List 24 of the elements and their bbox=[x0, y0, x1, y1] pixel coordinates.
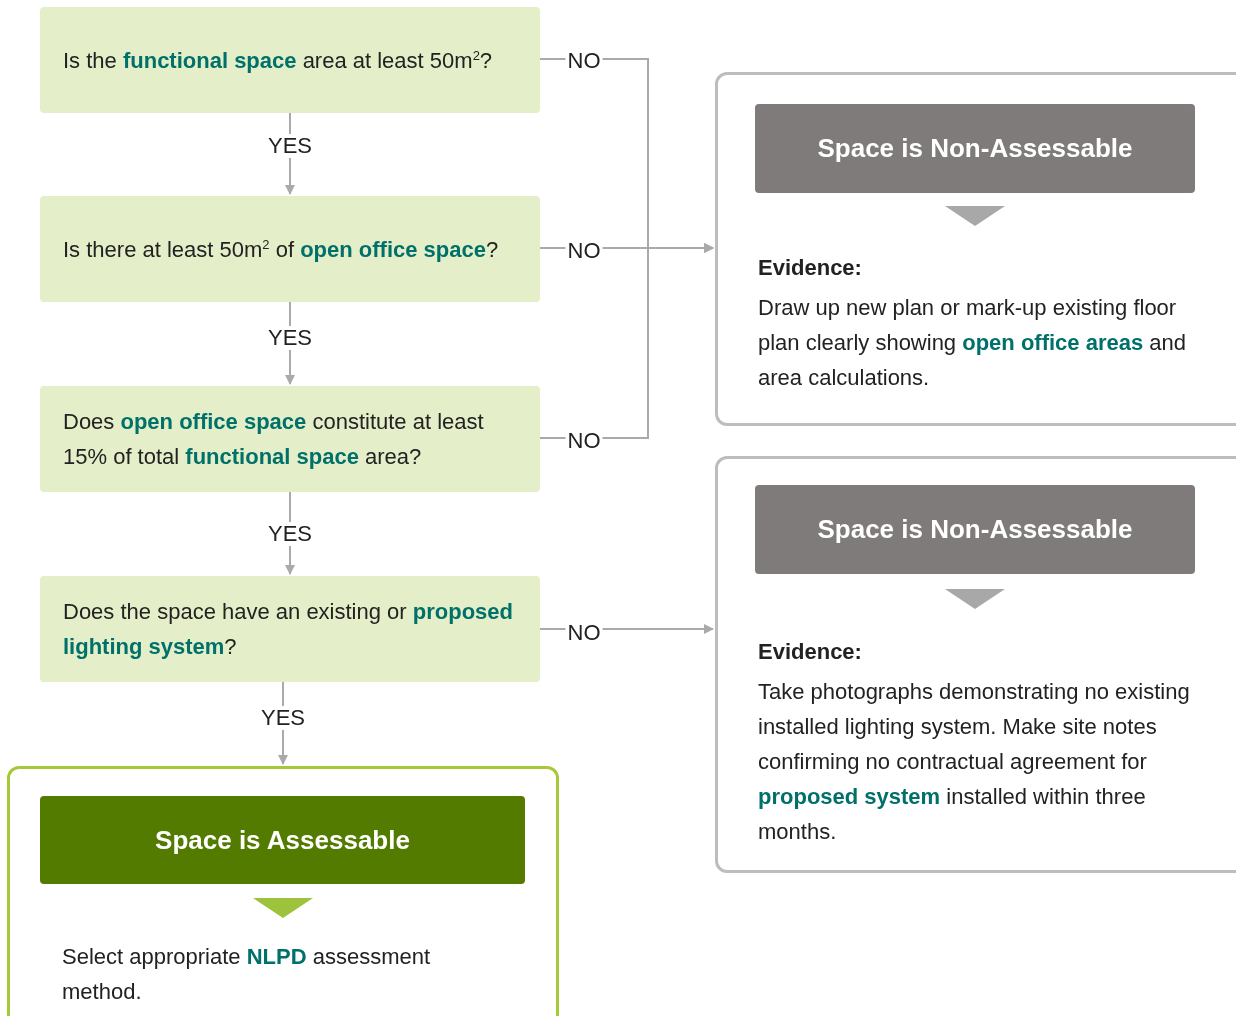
result-panel bbox=[715, 456, 1236, 873]
question-box bbox=[40, 386, 540, 492]
question-text: Does the space have an existing or proposed lighting system? bbox=[63, 598, 514, 661]
edge-label: YES bbox=[266, 326, 314, 350]
result-header: Space is Non-Assessable bbox=[755, 485, 1195, 574]
result-header: Space is Assessable bbox=[40, 796, 525, 884]
edge-label: YES bbox=[266, 134, 314, 158]
question-text: Is there at least 50m$^{2}$ of open office space? bbox=[63, 235, 499, 264]
question-box bbox=[40, 196, 540, 302]
result-text: Draw up new plan or mark-up existing floor plan clearly showing open office areas and area calculations. bbox=[758, 294, 1187, 392]
result-header: Space is Non-Assessable bbox=[755, 104, 1195, 193]
arrow bbox=[539, 243, 714, 439]
question-box bbox=[40, 7, 540, 113]
result-text: Select appropriate NLPD assessment method. bbox=[62, 943, 432, 1006]
result-panel bbox=[715, 72, 1236, 426]
question-text: Is the functional space area at least 50m$^{2}$? bbox=[63, 46, 493, 75]
evidence-heading: Evidence: bbox=[758, 638, 863, 666]
question-text: Does open office space constitute at least 15% of total functional space area? bbox=[63, 408, 485, 471]
edge-label: YES bbox=[266, 522, 314, 546]
result-panel bbox=[7, 766, 559, 1016]
evidence-heading: Evidence: bbox=[758, 254, 863, 282]
question-box bbox=[40, 576, 540, 682]
edge-label: YES bbox=[259, 706, 307, 730]
result-text: Take photographs demonstrating no existing installed lighting system. Make site notes confirming no contractual agreement for proposed system installed within three months. bbox=[758, 678, 1191, 846]
